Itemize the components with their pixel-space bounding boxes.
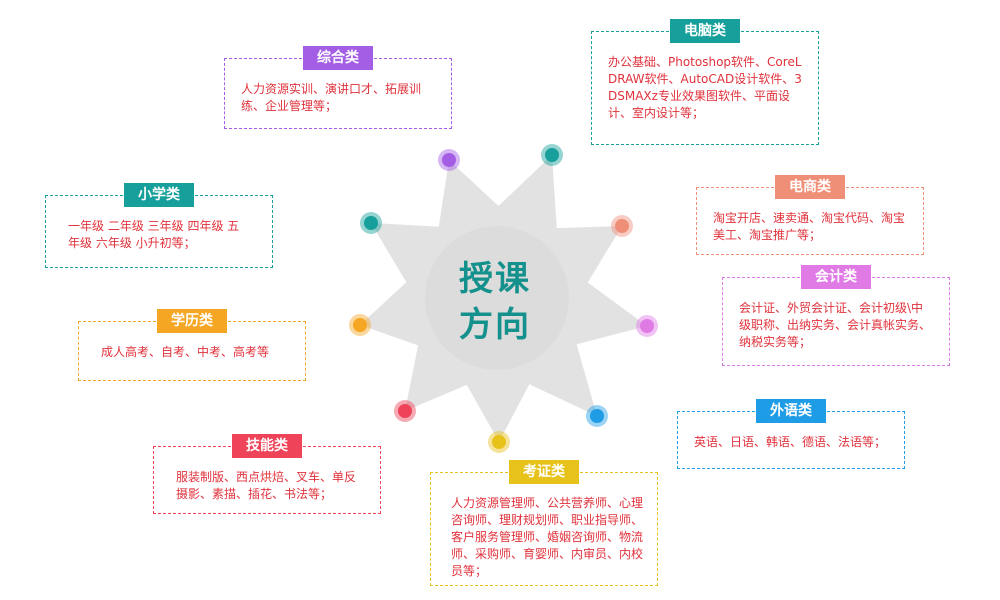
category-text-kuaiji: 会计证、外贸会计证、会计初级\中级职称、出纳实务、会计真帐实务、纳税实务等；: [739, 301, 932, 349]
category-title-xueli: 学历类: [157, 309, 227, 333]
node-dot-jineng: [398, 404, 412, 418]
node-dot-waiyu: [590, 409, 604, 423]
category-text-xiaoxue: 一年级 二年级 三年级 四年级 五年级 六年级 小升初等；: [68, 219, 240, 250]
node-dot-xueli: [353, 318, 367, 332]
category-title-waiyu: 外语类: [756, 399, 826, 423]
category-box-kuaiji: 会计类 会计证、外贸会计证、会计初级\中级职称、出纳实务、会计真帐实务、纳税实务…: [722, 265, 950, 366]
category-title-kaozheng: 考证类: [509, 460, 579, 484]
center-title: 授课 方向: [440, 256, 550, 348]
category-box-dianshang: 电商类 淘宝开店、速卖通、淘宝代码、淘宝美工、淘宝推广等；: [696, 175, 924, 255]
star-center: [425, 226, 569, 370]
category-title-zonghe: 综合类: [303, 46, 373, 70]
category-text-kaozheng: 人力资源管理师、公共营养师、心理咨询师、理财规划师、职业指导师、客户服务管理师、…: [451, 496, 644, 578]
category-box-waiyu: 外语类 英语、日语、韩语、德语、法语等；: [677, 399, 905, 469]
category-title-diannao: 电脑类: [670, 19, 740, 43]
node-dot-zonghe: [442, 153, 456, 167]
category-box-xueli: 学历类 成人高考、自考、中考、高考等: [78, 309, 306, 381]
category-box-zonghe: 综合类 人力资源实训、演讲口才、拓展训练、企业管理等；: [224, 46, 452, 129]
category-box-xiaoxue: 小学类 一年级 二年级 三年级 四年级 五年级 六年级 小升初等；: [45, 183, 273, 268]
category-text-dianshang: 淘宝开店、速卖通、淘宝代码、淘宝美工、淘宝推广等；: [713, 211, 906, 242]
category-text-jineng: 服装制版、西点烘焙、叉车、单反摄影、素描、插花、书法等；: [176, 470, 357, 501]
category-text-waiyu: 英语、日语、韩语、德语、法语等；: [694, 435, 887, 449]
category-text-diannao: 办公基础、Photoshop软件、CoreLDRAW软件、AutoCAD设计软件…: [608, 55, 802, 120]
node-dot-kuaiji: [640, 319, 654, 333]
node-dot-kaozheng: [492, 435, 506, 449]
center-title-line2: 方向: [459, 305, 531, 345]
node-dot-dianshang: [615, 219, 629, 233]
category-box-jineng: 技能类 服装制版、西点烘焙、叉车、单反摄影、素描、插花、书法等；: [153, 434, 381, 514]
category-title-xiaoxue: 小学类: [124, 183, 194, 207]
node-dot-diannao: [545, 148, 559, 162]
category-box-kaozheng: 考证类 人力资源管理师、公共营养师、心理咨询师、理财规划师、职业指导师、客户服务…: [430, 460, 658, 586]
category-box-diannao: 电脑类 办公基础、Photoshop软件、CoreLDRAW软件、AutoCAD…: [591, 19, 819, 145]
category-title-jineng: 技能类: [232, 434, 302, 458]
category-title-kuaiji: 会计类: [801, 265, 871, 289]
category-text-xueli: 成人高考、自考、中考、高考等: [101, 345, 270, 359]
node-dot-xiaoxue: [364, 216, 378, 230]
category-title-dianshang: 电商类: [775, 175, 845, 199]
center-title-line1: 授课: [459, 259, 531, 299]
category-text-zonghe: 人力资源实训、演讲口才、拓展训练、企业管理等；: [241, 82, 422, 113]
